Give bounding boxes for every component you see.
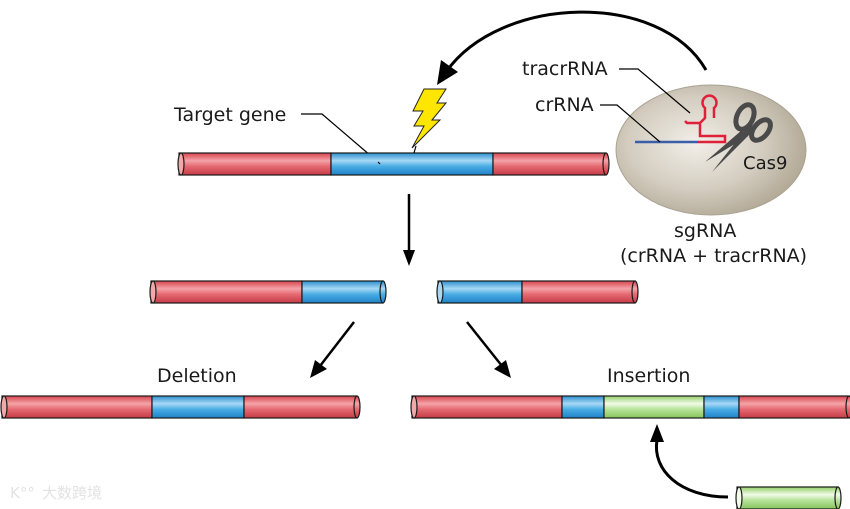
tracrRNA-strand: [684, 94, 727, 144]
donor-insertion-arrow: [654, 439, 729, 499]
dna-segment-flank: [492, 152, 607, 176]
deletion-arrow: [319, 321, 355, 367]
lightning-cut-icon: [411, 88, 448, 149]
cut-arrowhead: [403, 250, 415, 266]
donor-dna-fragment: [735, 486, 842, 509]
dna-original: [177, 152, 610, 176]
target-gene-leader: [301, 113, 379, 163]
tracrRNA-label: tracrRNA: [522, 58, 608, 80]
watermark-logo-icon: K°°: [10, 484, 35, 502]
cas9-ellipse: [615, 84, 807, 216]
dna-cut-right: [436, 280, 639, 304]
dna-segment-target: [437, 280, 523, 304]
dna-segment-insert: [603, 395, 705, 419]
dna-segment-flank: [411, 395, 563, 419]
sgRNA-label: sgRNA: [674, 220, 736, 242]
dna-deletion-result: [0, 395, 361, 419]
crRNA-label: crRNA: [535, 94, 594, 116]
dna-segment-target: [330, 152, 494, 176]
dna-segment-flank: [521, 280, 636, 304]
dna-end-cap: [177, 152, 185, 176]
deletion-label: Deletion: [157, 365, 237, 387]
cas9-complex: Cas9: [615, 84, 807, 216]
watermark: K°° 大数跨境: [10, 484, 102, 502]
tracrRNA-leader: [619, 68, 691, 114]
insertion-label: Insertion: [607, 365, 690, 387]
dna-cut-left: [149, 280, 387, 304]
dna-segment-flank: [178, 152, 332, 176]
sgRNA-detail-label: (crRNA + tracrRNA): [620, 245, 807, 267]
scissors-icon: [705, 102, 773, 172]
watermark-text: 大数跨境: [42, 484, 102, 502]
dna-segment-flank: [1, 395, 153, 419]
dna-segment-target: [151, 395, 245, 419]
dna-segment-target: [301, 280, 384, 304]
cas9-label: Cas9: [743, 153, 787, 174]
donor-insertion-arrowhead: [650, 424, 664, 442]
dna-segment-flank: [738, 395, 850, 419]
cas9-to-target-arrow: [444, 10, 708, 73]
insertion-arrow: [466, 321, 503, 367]
dna-segment-flank: [150, 280, 303, 304]
cas9-to-target-arrowhead: [437, 60, 458, 85]
dna-segment-flank: [243, 395, 358, 419]
dna-insertion-result: [410, 395, 850, 419]
dna-segment-target: [703, 395, 740, 419]
target-gene-label: Target gene: [173, 104, 286, 126]
dna-segment-target: [561, 395, 605, 419]
crRNA-leader: [600, 104, 661, 143]
dna-segment-insert: [736, 486, 839, 509]
